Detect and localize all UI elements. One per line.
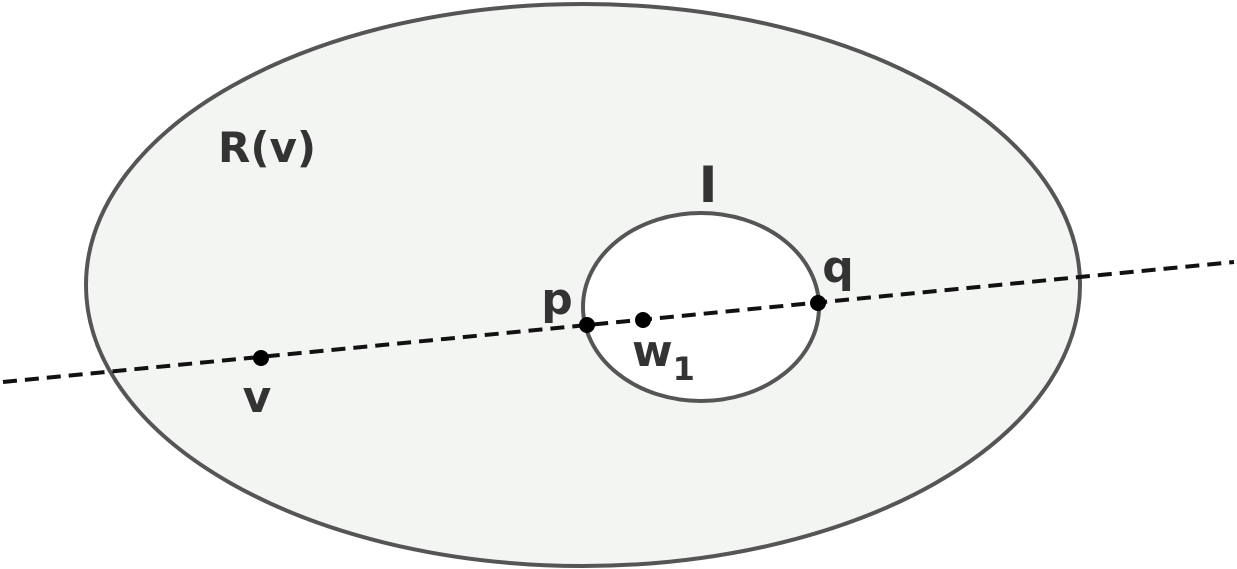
point-p-label: p xyxy=(541,274,573,325)
point-w1 xyxy=(635,312,651,328)
point-w1-label-sub: 1 xyxy=(673,350,695,388)
point-w1-label: w1 xyxy=(632,326,695,388)
hole-label: I xyxy=(699,156,718,214)
region-ellipse xyxy=(84,2,1082,568)
point-p xyxy=(579,317,595,333)
point-w1-label-base: w xyxy=(632,326,673,377)
point-v-label: v xyxy=(243,372,272,423)
region-label: R(v) xyxy=(218,123,316,172)
point-v xyxy=(253,350,269,366)
dashed-line xyxy=(2,260,1235,384)
point-q-label: q xyxy=(822,242,854,293)
point-q xyxy=(810,295,826,311)
hole-ellipse xyxy=(581,211,821,403)
